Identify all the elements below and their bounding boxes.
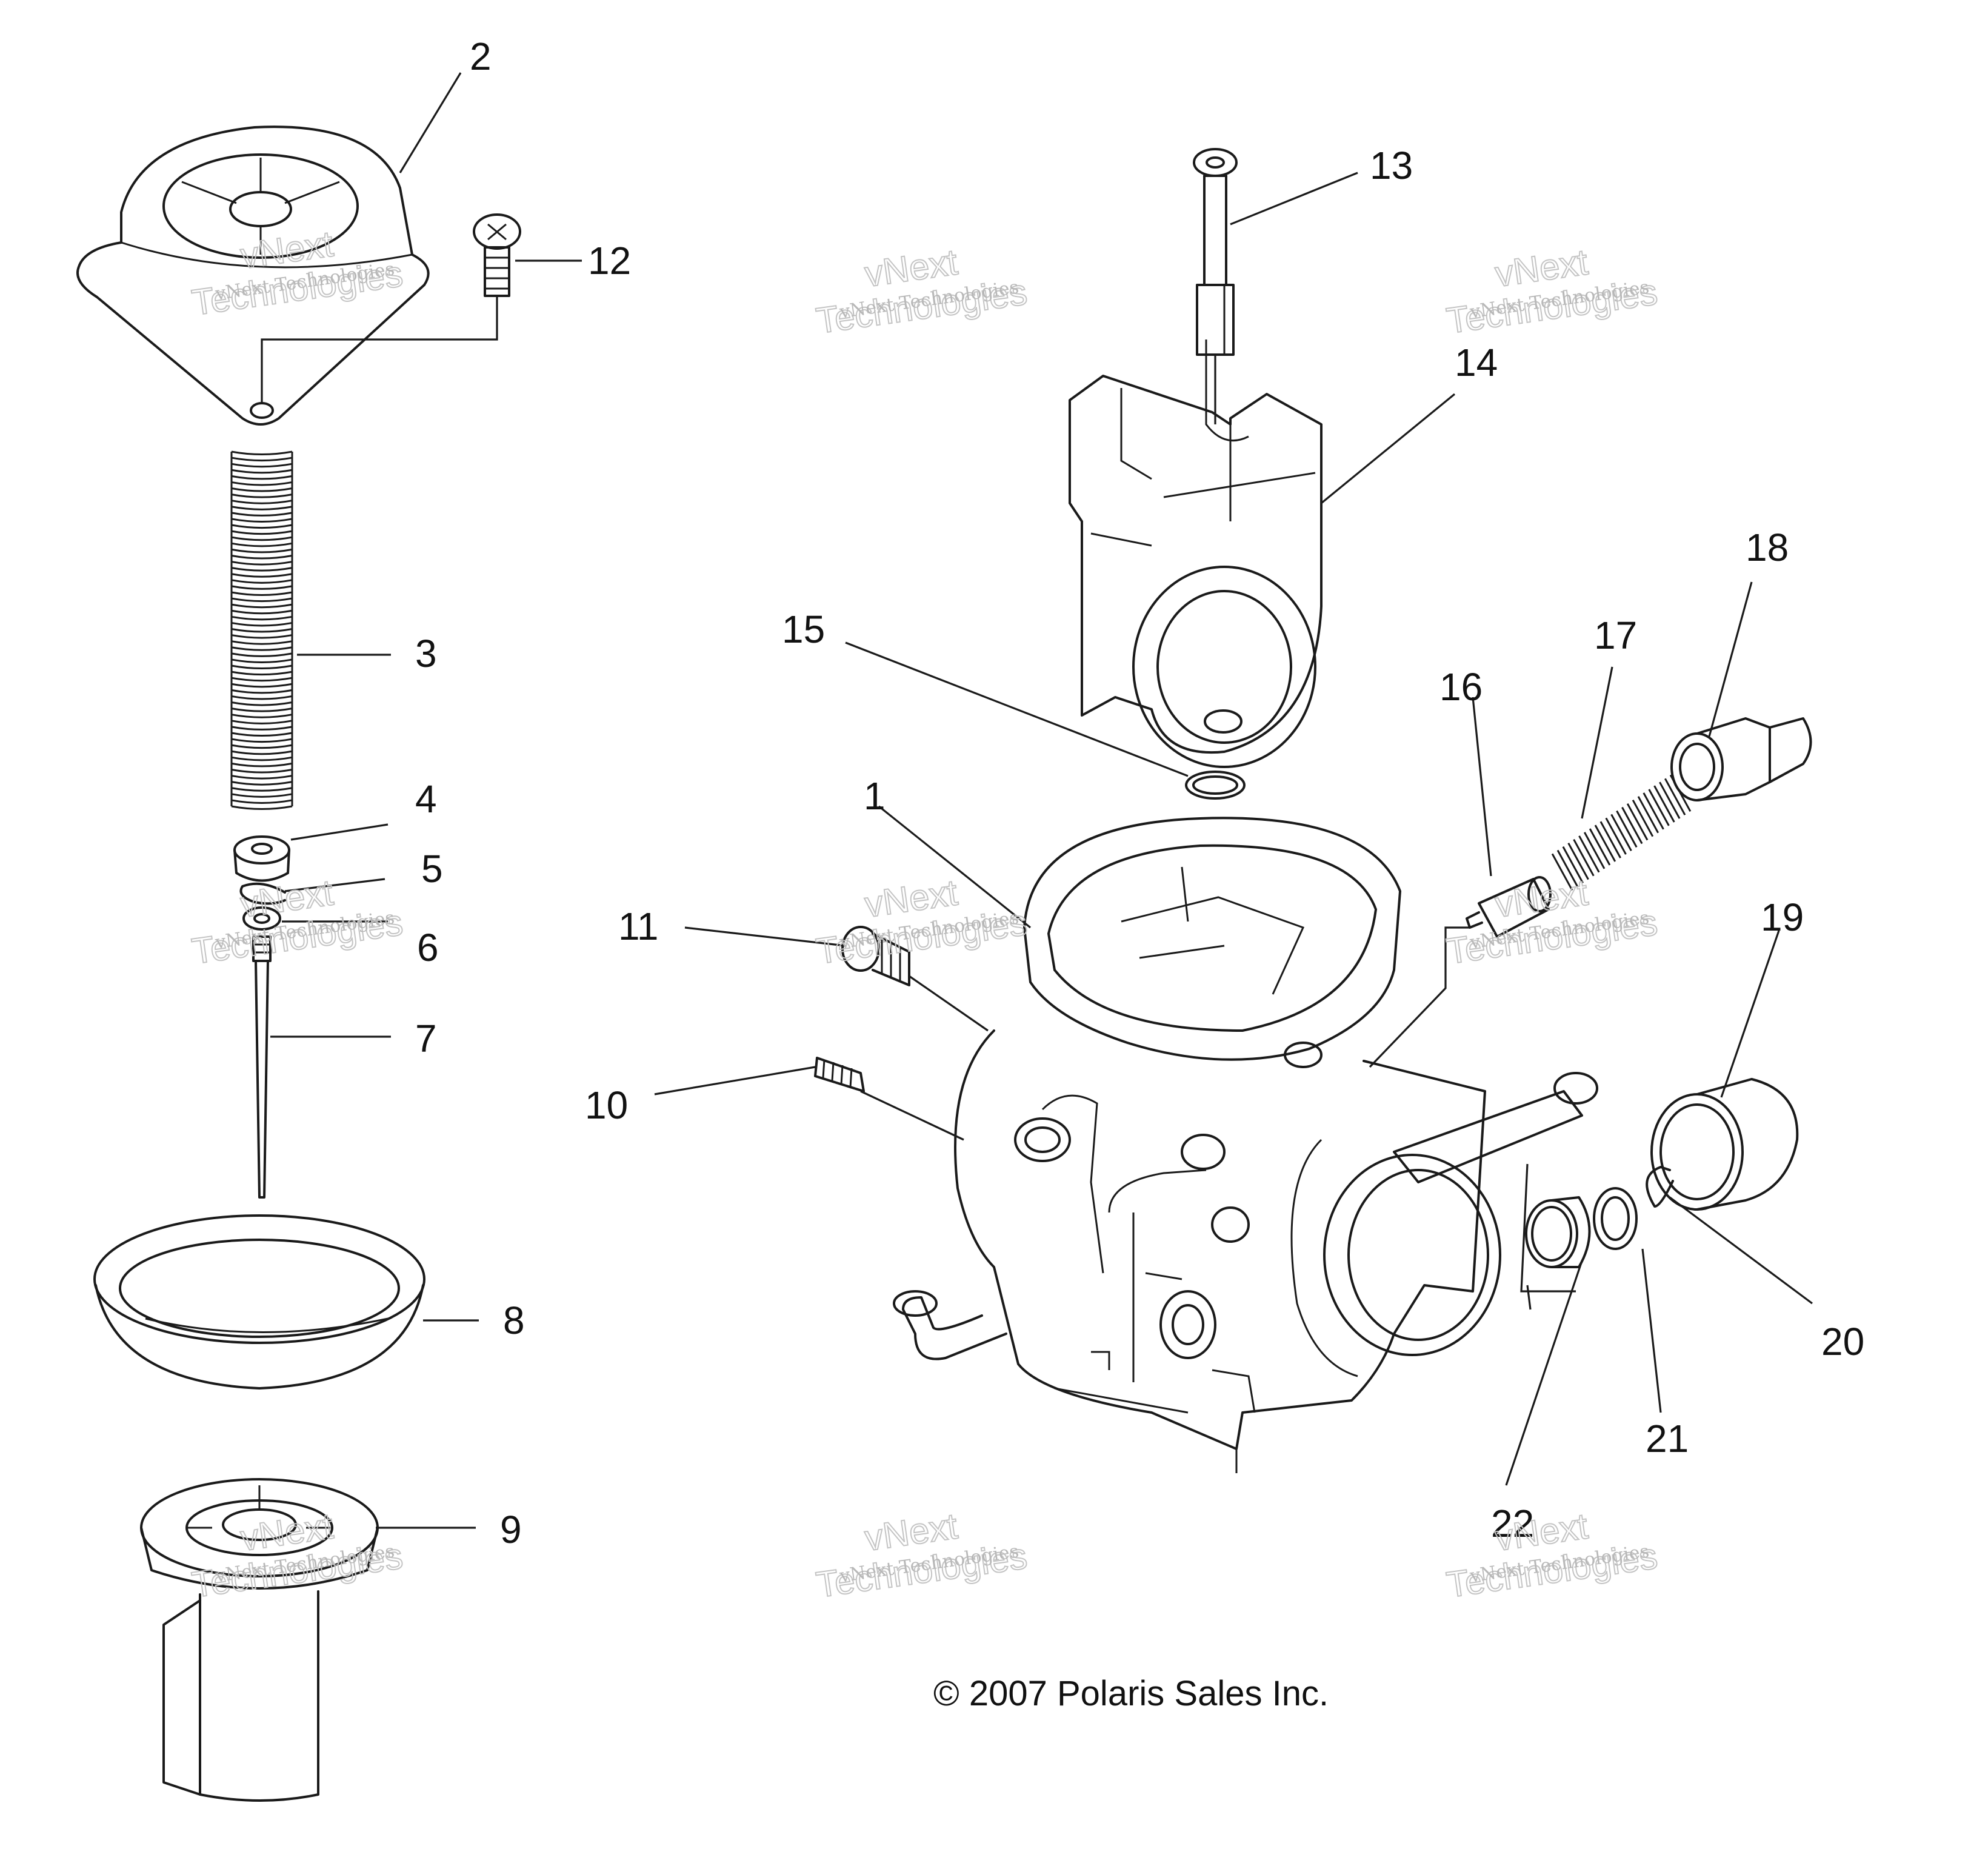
- watermark: Technologies vNext Technologies vNext: [188, 871, 405, 972]
- callout-21: 21: [1646, 1417, 1689, 1460]
- callout-5: 5: [421, 847, 443, 891]
- callout-17: 17: [1594, 614, 1637, 657]
- part-17-spring: [1551, 774, 1692, 891]
- callout-9: 9: [500, 1508, 522, 1551]
- callout-4: 4: [415, 777, 437, 821]
- part-19-cap: [1650, 1078, 1799, 1211]
- part-2-cover: [76, 125, 430, 426]
- part-6-washer: [242, 906, 281, 931]
- callout-10: 10: [585, 1083, 628, 1127]
- watermarks: Technologies vNext Technologies vNext Te…: [188, 222, 1660, 1606]
- part-21-washer: [1593, 1187, 1638, 1250]
- part-10-pilot-screw: [814, 1057, 865, 1092]
- callout-11: 11: [618, 905, 658, 948]
- callout-13: 13: [1370, 144, 1413, 187]
- part-20-clip: [1646, 1166, 1674, 1208]
- watermark: Technologies vNext Technologies vNext: [813, 871, 1030, 972]
- part-11-screw: [841, 926, 910, 986]
- watermark: Technologies vNext Technologies vNext: [1443, 1505, 1660, 1606]
- callout-labels: 2 12 3 4 5 6 7 8 9 13 14 15 1 11 10 16 1…: [415, 35, 1864, 1551]
- part-1-carburetor-body: [893, 817, 1598, 1473]
- callout-16: 16: [1439, 665, 1483, 709]
- part-9-throttle-slide: [140, 1478, 379, 1802]
- callout-19: 19: [1761, 895, 1804, 939]
- watermark: Technologies vNext Technologies vNext: [813, 1505, 1030, 1606]
- callout-6: 6: [417, 926, 439, 969]
- part-3-spring: [230, 450, 293, 811]
- callout-3: 3: [415, 632, 437, 675]
- part-14-choke-housing: [1069, 339, 1323, 768]
- callout-15: 15: [782, 607, 825, 651]
- callout-2: 2: [470, 35, 492, 78]
- callout-20: 20: [1821, 1320, 1864, 1363]
- leader-lines: [261, 72, 1813, 1529]
- part-5-clip: [239, 882, 286, 905]
- watermark: Technologies vNext Technologies vNext: [188, 222, 405, 324]
- part-7-jet-needle: [252, 935, 272, 1199]
- watermark: Technologies vNext Technologies vNext: [1443, 241, 1660, 342]
- part-4-retainer: [233, 835, 290, 882]
- callout-1: 1: [864, 774, 886, 818]
- callout-8: 8: [503, 1299, 525, 1342]
- callout-22: 22: [1491, 1502, 1534, 1545]
- watermark: Technologies vNext Technologies vNext: [1443, 871, 1660, 972]
- watermark: Technologies vNext Technologies vNext: [813, 241, 1030, 342]
- part-13-plunger: [1193, 148, 1238, 356]
- part-8-diaphragm: [93, 1214, 425, 1390]
- part-12-screw: [473, 213, 521, 297]
- callout-14: 14: [1455, 341, 1498, 384]
- part-18-fitting: [1670, 717, 1812, 801]
- part-16-piston: [1466, 876, 1552, 938]
- part-15-o-ring: [1185, 771, 1246, 800]
- callout-18: 18: [1746, 526, 1789, 569]
- callout-12: 12: [588, 239, 631, 283]
- part-22-bushing: [1525, 1196, 1591, 1268]
- copyright-notice: © 2007 Polaris Sales Inc.: [933, 1674, 1329, 1713]
- callout-7: 7: [415, 1017, 437, 1060]
